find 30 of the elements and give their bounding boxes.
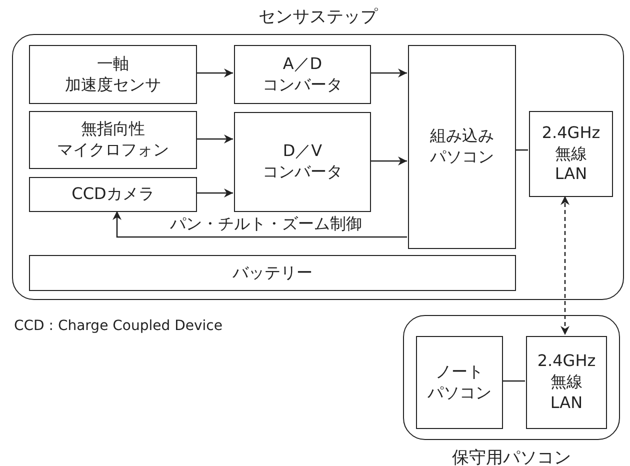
- arrow: [112, 211, 407, 238]
- arrow: [370, 156, 407, 166]
- arrow: [196, 134, 233, 144]
- box-label: 2.4GHz 無線 LAN: [537, 351, 596, 414]
- process-box: [29, 111, 197, 169]
- process-box: [529, 111, 613, 197]
- process-box: [29, 255, 516, 291]
- box-label: 一軸加速度センサ: [65, 54, 161, 96]
- group-title: 保守用パソコン: [451, 447, 572, 466]
- box-label: ノートパソコン: [428, 362, 492, 404]
- process-box: [416, 336, 503, 429]
- process-box: [234, 45, 371, 104]
- box-label: 組み込みパソコン: [430, 126, 494, 168]
- process-box: [29, 45, 197, 104]
- dashed-arrow: [560, 196, 570, 335]
- process-box: [526, 336, 607, 429]
- arrow: [196, 68, 233, 78]
- footnote: CCD : Charge Coupled Device: [14, 318, 222, 334]
- box-label: バッテリー: [232, 262, 312, 284]
- arrow: [196, 188, 233, 198]
- group-title: センサステップ: [258, 6, 379, 28]
- box-label: 2.4GHz 無線 LAN: [542, 122, 600, 186]
- arrow: [370, 68, 407, 78]
- box-label: A／Dコンバータ: [262, 54, 342, 96]
- box-label: CCDカメラ: [72, 184, 154, 205]
- box-label: D／Vコンバータ: [262, 141, 342, 183]
- process-box: [29, 177, 197, 212]
- process-box: [234, 112, 371, 212]
- process-box: [408, 45, 516, 249]
- box-label: 無指向性マイクロフォン: [57, 119, 169, 161]
